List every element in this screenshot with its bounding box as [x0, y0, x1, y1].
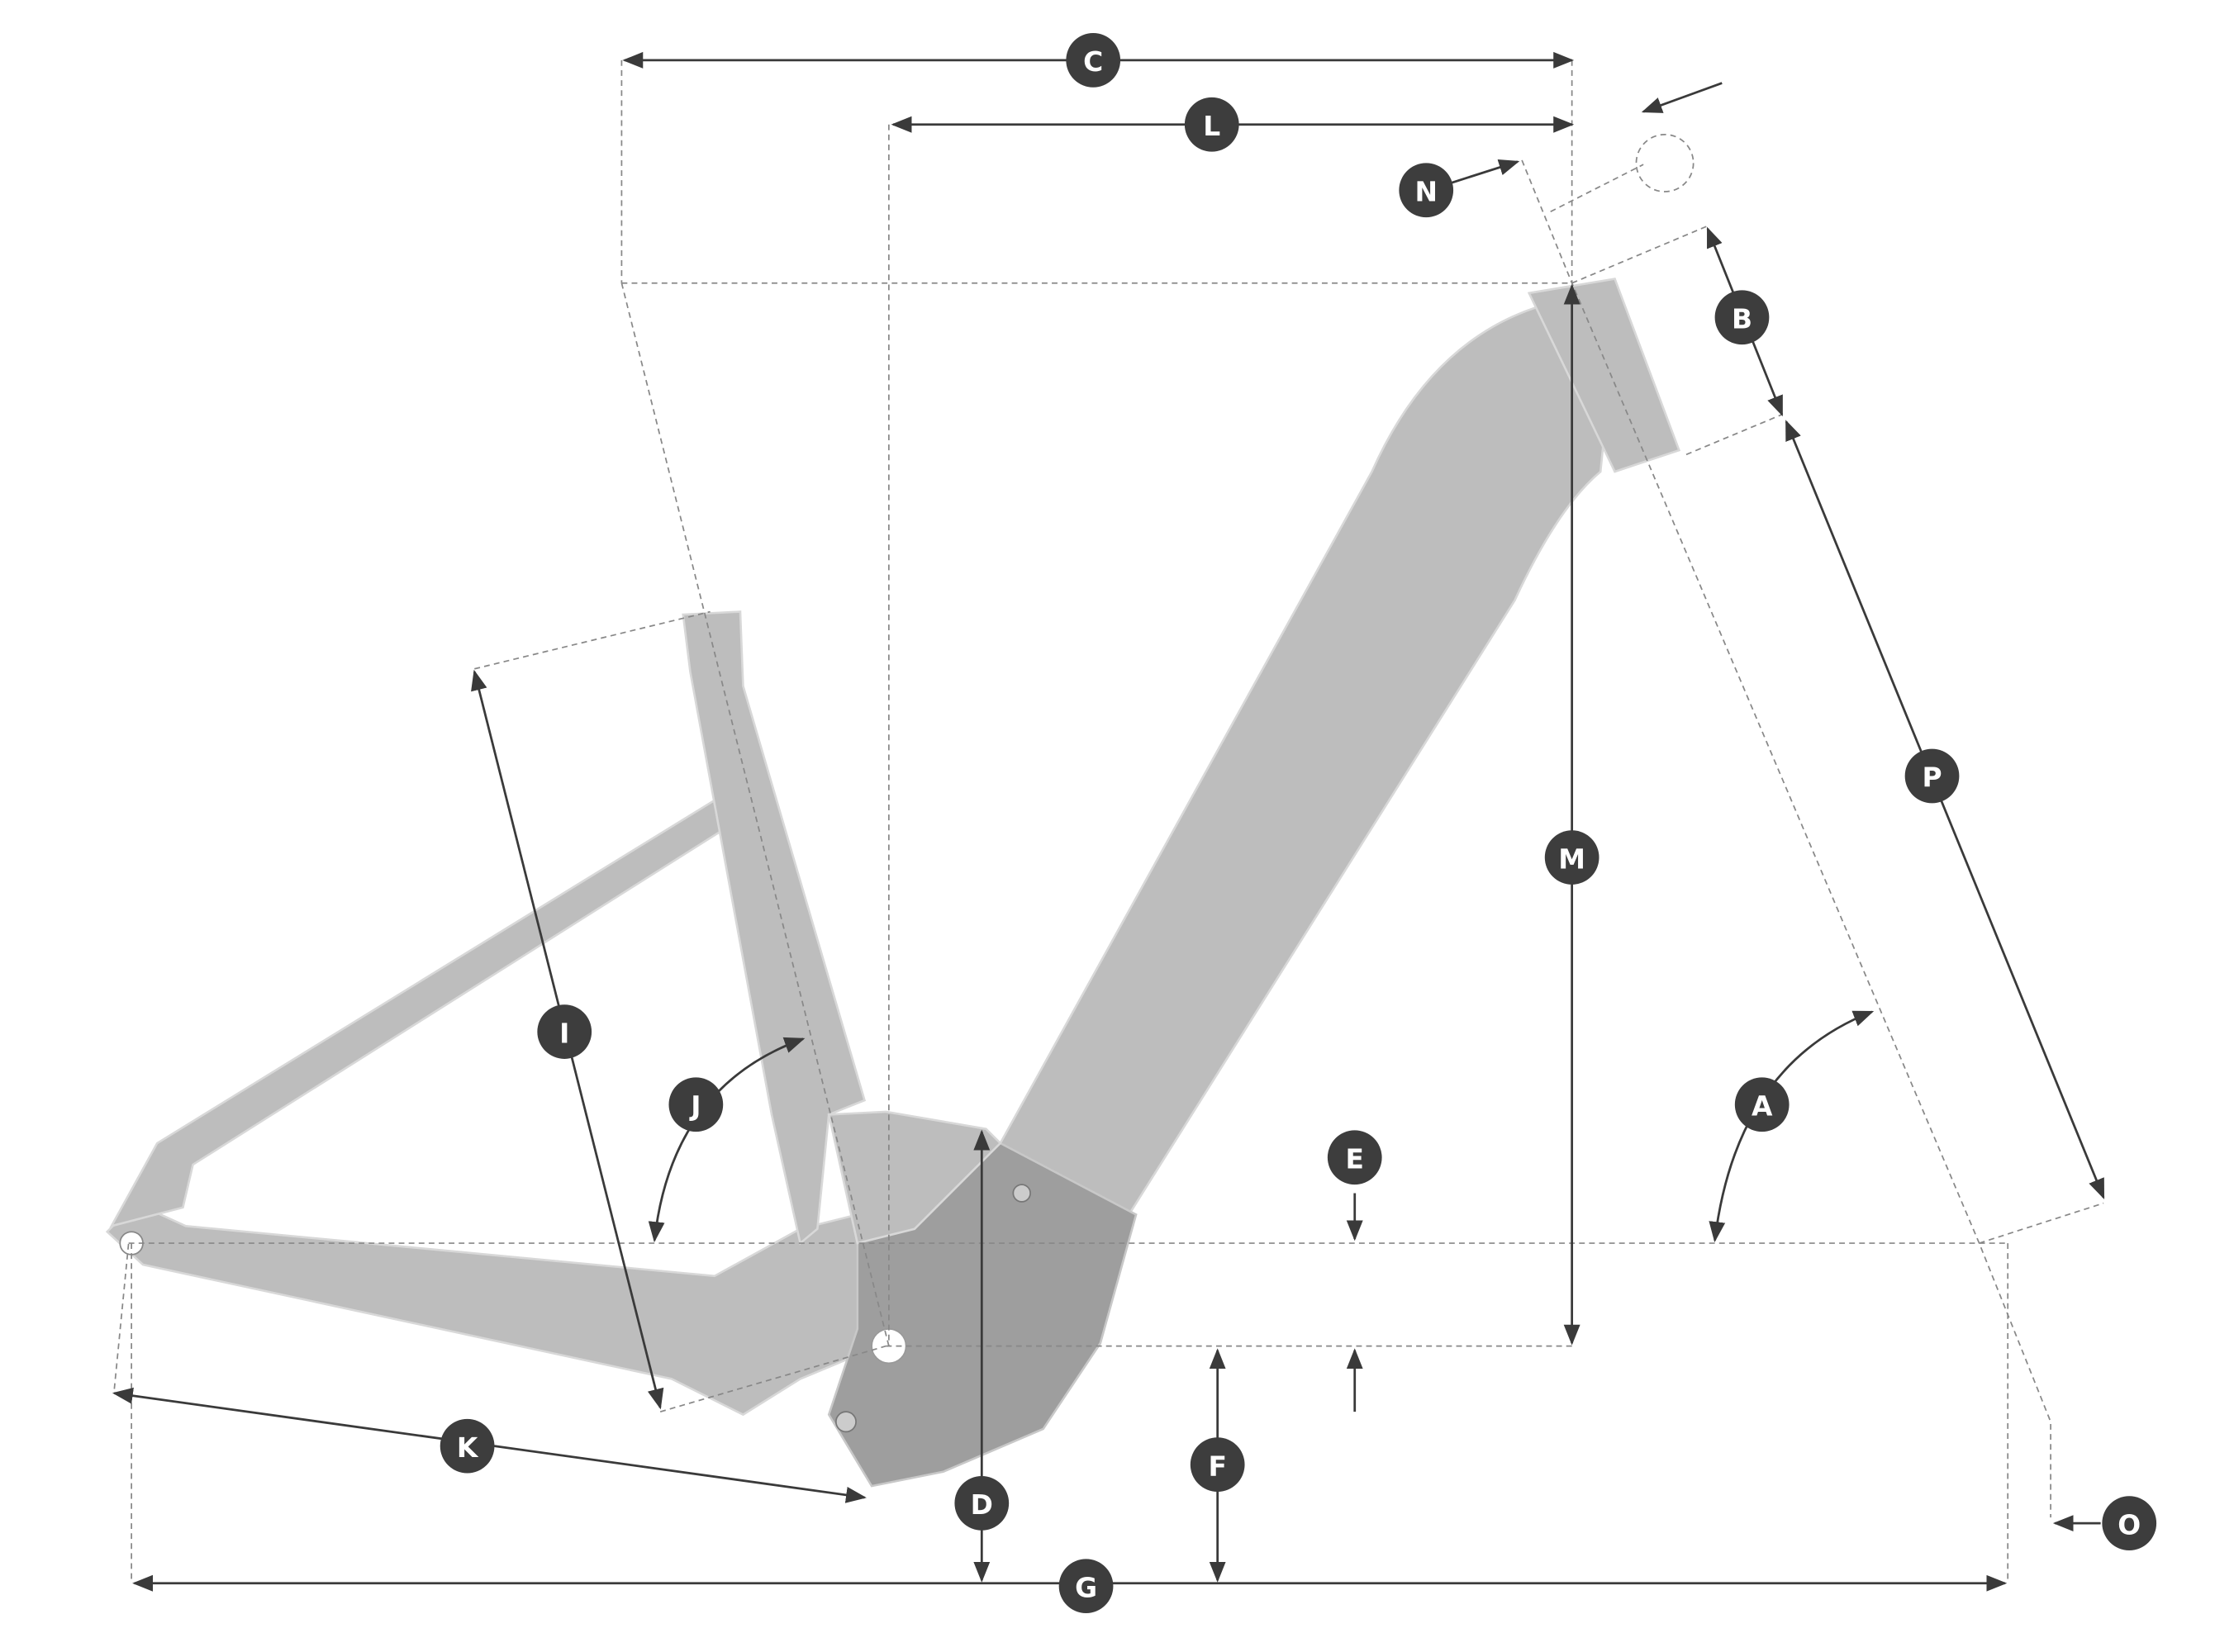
label-o-text: O	[2118, 1508, 2141, 1540]
dim-n-arrow	[1450, 159, 1520, 184]
chainstay	[105, 1202, 887, 1417]
label-j: J	[668, 1077, 724, 1132]
label-j-text: J	[689, 1090, 701, 1123]
label-f-text: F	[1208, 1450, 1226, 1482]
label-n-text: N	[1414, 176, 1438, 208]
label-a-text: A	[1752, 1090, 1773, 1123]
guide-lines	[113, 59, 2104, 1583]
motor-bolt	[834, 1411, 857, 1433]
label-o: O	[2102, 1496, 2157, 1550]
motor-bolt	[1012, 1184, 1031, 1203]
label-c-text: C	[1083, 45, 1103, 78]
label-g-text: G	[1075, 1571, 1097, 1603]
label-e-text: E	[1346, 1143, 1364, 1175]
label-l: L	[1184, 97, 1239, 152]
down-tube	[999, 306, 1616, 1216]
bottom-bracket-area	[827, 1110, 1002, 1245]
label-d: D	[954, 1476, 1010, 1531]
dimension-arrows	[112, 51, 2105, 1592]
label-k: K	[440, 1418, 495, 1474]
label-n: N	[1399, 163, 1454, 218]
label-k-text: K	[457, 1431, 479, 1464]
dim-n-arrow-2	[1641, 82, 1723, 113]
label-p: P	[1904, 748, 1960, 804]
dim-p-arrow	[1785, 420, 2105, 1200]
label-c: C	[1066, 33, 1121, 88]
label-m-text: M	[1558, 843, 1585, 875]
label-b-text: B	[1732, 302, 1752, 335]
label-f: F	[1190, 1437, 1245, 1493]
seat-tube	[682, 610, 867, 1246]
label-i: I	[537, 1004, 592, 1059]
label-d-text: D	[971, 1488, 993, 1521]
label-g: G	[1058, 1559, 1114, 1614]
seatstay	[109, 799, 738, 1228]
label-i-text: I	[559, 1017, 569, 1049]
label-b: B	[1714, 290, 1770, 345]
label-p-text: P	[1922, 762, 1942, 794]
label-e: E	[1327, 1130, 1382, 1185]
dim-a-arc	[1709, 1010, 1875, 1243]
label-m: M	[1544, 830, 1599, 885]
label-a: A	[1734, 1077, 1790, 1132]
bike-frame	[105, 278, 1681, 1488]
label-l-text: L	[1203, 110, 1220, 142]
